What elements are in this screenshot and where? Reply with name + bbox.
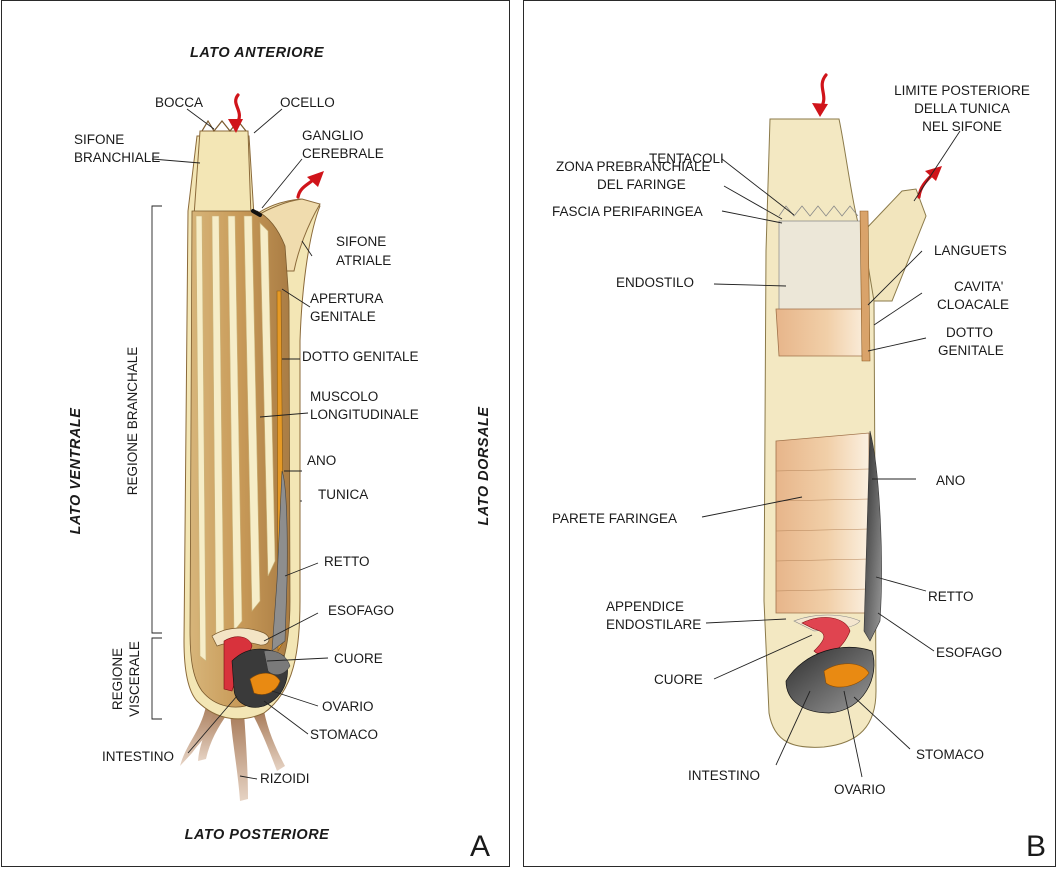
visceral-region-bracket — [152, 638, 162, 719]
label-dotto-2: GENITALE — [938, 343, 1004, 358]
label-esofago: ESOFAGO — [328, 603, 394, 618]
panel-b: LIMITE POSTERIORE DELLA TUNICA NEL SIFON… — [523, 0, 1056, 867]
label-ovario-b: OVARIO — [834, 782, 886, 797]
label-cuore-b: CUORE — [654, 672, 703, 687]
label-endostilo: ENDOSTILO — [616, 275, 694, 290]
label-ano-b: ANO — [936, 473, 965, 488]
label-zona-2: DEL FARINGE — [597, 177, 686, 192]
inflow-arrow-b — [812, 75, 828, 117]
label-muscolo-2: LONGITUDINALE — [310, 407, 419, 422]
panel-a: LATO ANTERIORE LATO POSTERIORE LATO VENT… — [1, 0, 510, 867]
label-tunica: TUNICA — [318, 487, 368, 502]
panel-a-diagram: LATO ANTERIORE LATO POSTERIORE LATO VENT… — [2, 1, 511, 868]
pharyngeal-wall — [776, 433, 869, 613]
label-intestino-b: INTESTINO — [688, 768, 760, 783]
label-stomaco-b: STOMACO — [916, 747, 984, 762]
regione-visceral-label-2: VISCERALE — [127, 641, 142, 717]
lato-posteriore-label: LATO POSTERIORE — [185, 827, 331, 843]
label-languets: LANGUETS — [934, 243, 1007, 258]
lato-dorsale-label: LATO DORSALE — [476, 406, 492, 526]
label-stomaco: STOMACO — [310, 727, 378, 742]
label-dotto-1: DOTTO — [946, 325, 993, 340]
label-sifone-branchiale-1: SIFONE — [74, 132, 124, 147]
label-parete: PARETE FARINGEA — [552, 511, 677, 526]
label-esofago-b: ESOFAGO — [936, 645, 1002, 660]
lato-ventrale-label: LATO VENTRALE — [68, 407, 84, 535]
label-ganglio-1: GANGLIO — [302, 128, 364, 143]
outflow-arrow-a — [298, 171, 324, 197]
label-fascia: FASCIA PERIFARINGEA — [552, 204, 703, 219]
label-sifone-atriale-1: SIFONE — [336, 234, 386, 249]
label-intestino: INTESTINO — [102, 749, 174, 764]
label-dotto-genitale: DOTTO GENITALE — [302, 349, 419, 364]
label-ganglio-2: CEREBRALE — [302, 146, 384, 161]
regione-branchiale-label: REGIONE BRANCHALE — [125, 347, 140, 496]
genital-duct-b — [860, 211, 870, 361]
label-sifone-atriale-2: ATRIALE — [336, 253, 391, 268]
branchial-region-bracket — [152, 206, 162, 633]
lato-anteriore-label: LATO ANTERIORE — [190, 45, 325, 61]
label-rizoidi: RIZOIDI — [260, 771, 310, 786]
label-zona-1: ZONA PREBRANCHIALE — [556, 159, 711, 174]
label-apertura-1: APERTURA — [310, 291, 383, 306]
label-cuore: CUORE — [334, 651, 383, 666]
label-ano: ANO — [307, 453, 336, 468]
panel-b-diagram: LIMITE POSTERIORE DELLA TUNICA NEL SIFON… — [524, 1, 1056, 868]
branchial-siphon — [194, 131, 251, 216]
label-retto: RETTO — [324, 554, 370, 569]
label-appendice-2: ENDOSTILARE — [606, 617, 701, 632]
atrial-siphon-b — [864, 189, 926, 301]
label-limite-1: LIMITE POSTERIORE — [894, 83, 1030, 98]
label-limite-3: NEL SIFONE — [922, 119, 1002, 134]
label-muscolo-1: MUSCOLO — [310, 389, 378, 404]
label-ocello: OCELLO — [280, 95, 335, 110]
regione-visceral-label-1: REGIONE — [110, 648, 125, 710]
label-cavita-2: CLOACALE — [937, 297, 1009, 312]
label-apertura-2: GENITALE — [310, 309, 376, 324]
outflow-arrow-b — [919, 166, 942, 197]
label-cavita-1: CAVITA' — [954, 279, 1003, 294]
label-sifone-branchiale-2: BRANCHIALE — [74, 150, 160, 165]
label-bocca: BOCCA — [155, 95, 203, 110]
label-limite-2: DELLA TUNICA — [914, 101, 1010, 116]
panel-letter-b: B — [1026, 830, 1046, 863]
pharynx-band-upper — [776, 309, 869, 356]
prebranchial-zone — [779, 221, 862, 311]
panel-letter-a: A — [470, 830, 490, 863]
label-retto-b: RETTO — [928, 589, 974, 604]
inflow-arrow-a — [228, 95, 243, 133]
label-appendice-1: APPENDICE — [606, 599, 684, 614]
label-ovario: OVARIO — [322, 699, 374, 714]
